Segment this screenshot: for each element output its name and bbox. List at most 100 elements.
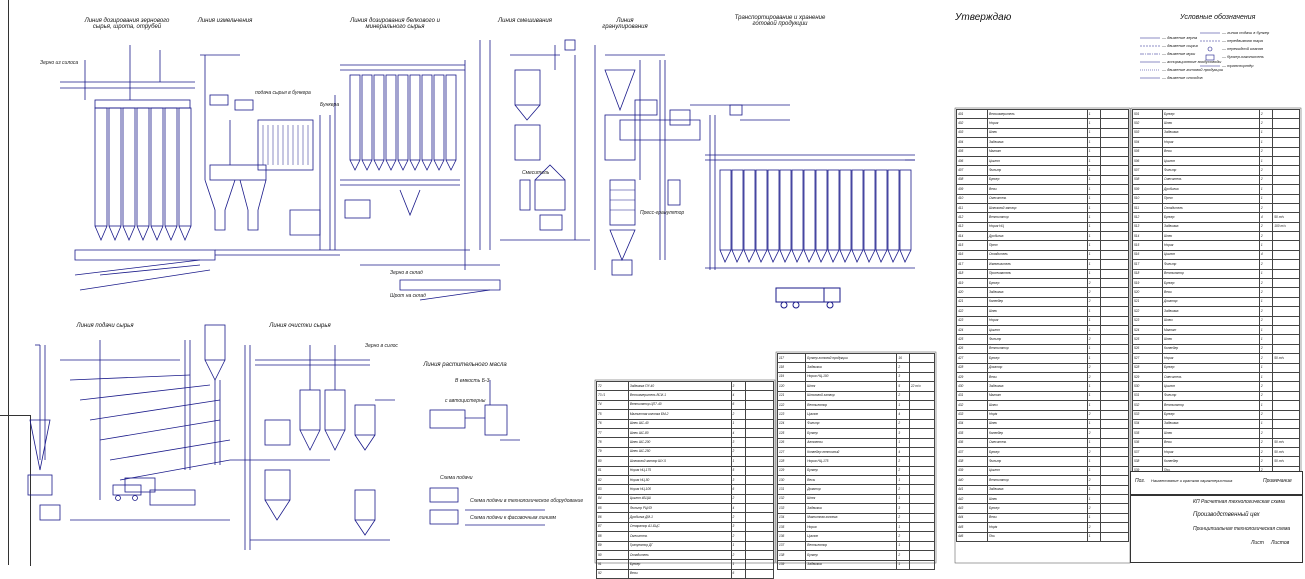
spec-cell xyxy=(1100,409,1129,420)
spec-cell: Весы xyxy=(1162,287,1260,298)
spec-cell: 119 xyxy=(776,371,807,383)
spec-cell: Вентилятор xyxy=(805,399,898,411)
spec-cell: Задвижка xyxy=(1162,221,1260,233)
spec-cell: 440 xyxy=(956,475,988,486)
spec-cell: 85 xyxy=(596,503,629,514)
spec-cell: 2 xyxy=(1258,259,1274,270)
spec-cell xyxy=(1100,127,1129,139)
spec-cell: 122 xyxy=(776,399,807,411)
spec-cell: Нория xyxy=(986,315,1088,327)
spec-cell: Дробилка xyxy=(986,231,1088,242)
spec-cell: 528 xyxy=(1131,362,1164,373)
spec-cell: 1 xyxy=(1086,202,1102,214)
spec-cell: 1 xyxy=(1086,221,1102,233)
spec-cell: 438 xyxy=(956,456,988,467)
legend-item: — линия подачи в бункер xyxy=(1222,30,1270,35)
label-bunker: Бункера xyxy=(320,102,340,108)
spec-cell: 2 xyxy=(1086,278,1102,289)
title-block-name: Производственный цех xyxy=(1193,512,1260,518)
spec-cell: 1 xyxy=(896,437,910,448)
spec-cell xyxy=(908,437,936,448)
spec-cell: 2 xyxy=(1258,315,1274,327)
spec-cell: Охладитель xyxy=(627,550,732,561)
spec-cell: 504 xyxy=(1131,137,1164,148)
spec-cell: 405 xyxy=(956,146,988,157)
spec-cell: 409 xyxy=(956,184,988,195)
legend-item: — движение готовой продукции xyxy=(1162,67,1224,72)
spec-cell xyxy=(1100,503,1129,514)
spec-cell: 505 xyxy=(1131,146,1164,157)
spec-cell: 72 xyxy=(596,380,629,392)
title-line-cleaning: Линия очистки сырья xyxy=(269,323,331,329)
spec-cell: 135 xyxy=(776,522,807,533)
spec-cell: 439 xyxy=(956,465,988,477)
spec-cell: Шлюз xyxy=(986,400,1088,411)
spec-cell: Конвейер xyxy=(1162,456,1260,467)
spec-cell: 529 xyxy=(1131,371,1164,383)
spec-cell xyxy=(1272,390,1300,402)
spec-cell: 1 xyxy=(1086,184,1102,195)
spec-cell xyxy=(744,540,775,552)
spec-cell xyxy=(744,531,775,542)
spec-cell xyxy=(1100,484,1129,496)
spec-cell: 526 xyxy=(1131,343,1164,355)
spec-cell: 2 xyxy=(1086,362,1102,373)
spec-cell: 117 xyxy=(776,352,807,364)
spec-cell: 446 xyxy=(956,531,988,542)
spec-cell: Шлюзовой затвор ШУ-5 xyxy=(627,456,732,467)
spec-cell: 4 xyxy=(730,427,746,439)
label-to-silo: Зерно в силос xyxy=(365,343,398,349)
spec-cell: 414 xyxy=(956,231,988,242)
spec-cell xyxy=(744,437,775,448)
spec-cell xyxy=(1100,155,1129,167)
spec-cell: 520 xyxy=(1131,287,1164,298)
spec-cell xyxy=(1100,287,1129,298)
spec-cell: 521 xyxy=(1131,296,1164,308)
spec-cell xyxy=(1272,202,1300,214)
spec-cell: Нория xyxy=(986,118,1088,129)
spec-cell xyxy=(908,446,936,458)
spec-cell: 77 xyxy=(596,427,629,439)
spec-cell: Весы xyxy=(1162,146,1260,157)
header-pos: Поз. xyxy=(1135,478,1146,484)
spec-cell xyxy=(1100,212,1129,223)
spec-cell: 519 xyxy=(1131,278,1164,289)
spec-cell xyxy=(1100,428,1129,439)
spec-cell: Шнек xyxy=(986,493,1088,505)
title-block-subtitle: Принципиальная технологическая схема xyxy=(1193,526,1291,532)
spec-cell: Нория xyxy=(1162,240,1260,251)
spec-cell xyxy=(1272,249,1300,261)
spec-cell: 2 xyxy=(1258,447,1274,458)
spec-cell: Шнек xyxy=(1162,334,1260,345)
spec-cell: 1 xyxy=(896,493,910,505)
spec-cell: 437 xyxy=(956,447,988,458)
spec-cell: Магнитная колонка xyxy=(805,512,898,524)
spec-cell xyxy=(1272,334,1300,345)
spec-cell: 516 xyxy=(1131,249,1164,261)
spec-cell: Охладитель xyxy=(1162,202,1260,214)
spec-cell: 1 xyxy=(1086,268,1102,280)
spec-cell: Шнек ШС-40 xyxy=(627,418,732,429)
spec-cell: 118 xyxy=(776,362,807,373)
spec-cell: Циклон xyxy=(986,324,1088,336)
title-line-mixing: Линия смешивания xyxy=(498,18,552,24)
